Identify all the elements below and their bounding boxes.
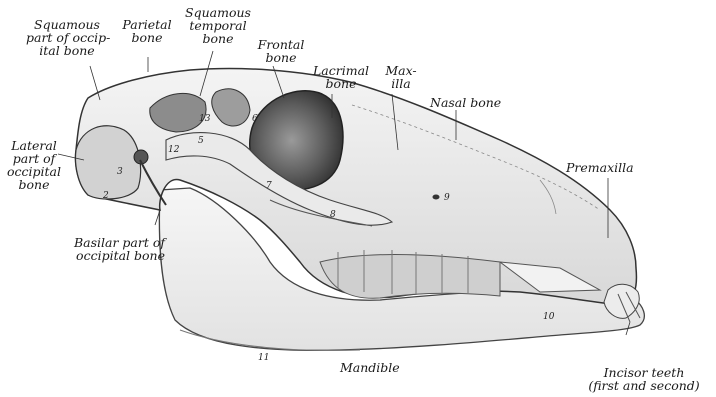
number-2: 2 <box>102 191 109 201</box>
number-7: 7 <box>266 181 272 191</box>
label-mandible: Mandible <box>340 361 400 374</box>
number-12: 12 <box>168 145 180 155</box>
number-11: 11 <box>258 353 269 363</box>
label-squamous-occipital: Squamous part of occip- ital bone <box>26 18 108 57</box>
number-3: 3 <box>117 167 123 177</box>
label-incisor-teeth: Incisor teeth (first and second) <box>576 366 712 392</box>
number-9: 9 <box>444 193 450 203</box>
label-maxilla: Max- illa <box>376 64 426 90</box>
label-nasal: Nasal bone <box>430 96 501 109</box>
label-lacrimal: Lacrimal bone <box>306 64 376 90</box>
label-squamous-temporal: Squamous temporal bone <box>178 6 258 45</box>
label-basilar-occipital: Basilar part of occipital bone <box>20 236 165 262</box>
label-lateral-occipital: Lateral part of occipital bone <box>4 139 64 191</box>
label-parietal: Parietal bone <box>112 18 182 44</box>
number-8: 8 <box>330 210 336 220</box>
number-6: 6 <box>252 114 258 124</box>
number-5: 5 <box>198 136 204 146</box>
label-frontal: Frontal bone <box>248 38 314 64</box>
number-10: 10 <box>543 312 555 322</box>
number-13: 13 <box>199 114 211 124</box>
label-premaxilla: Premaxilla <box>566 161 634 174</box>
